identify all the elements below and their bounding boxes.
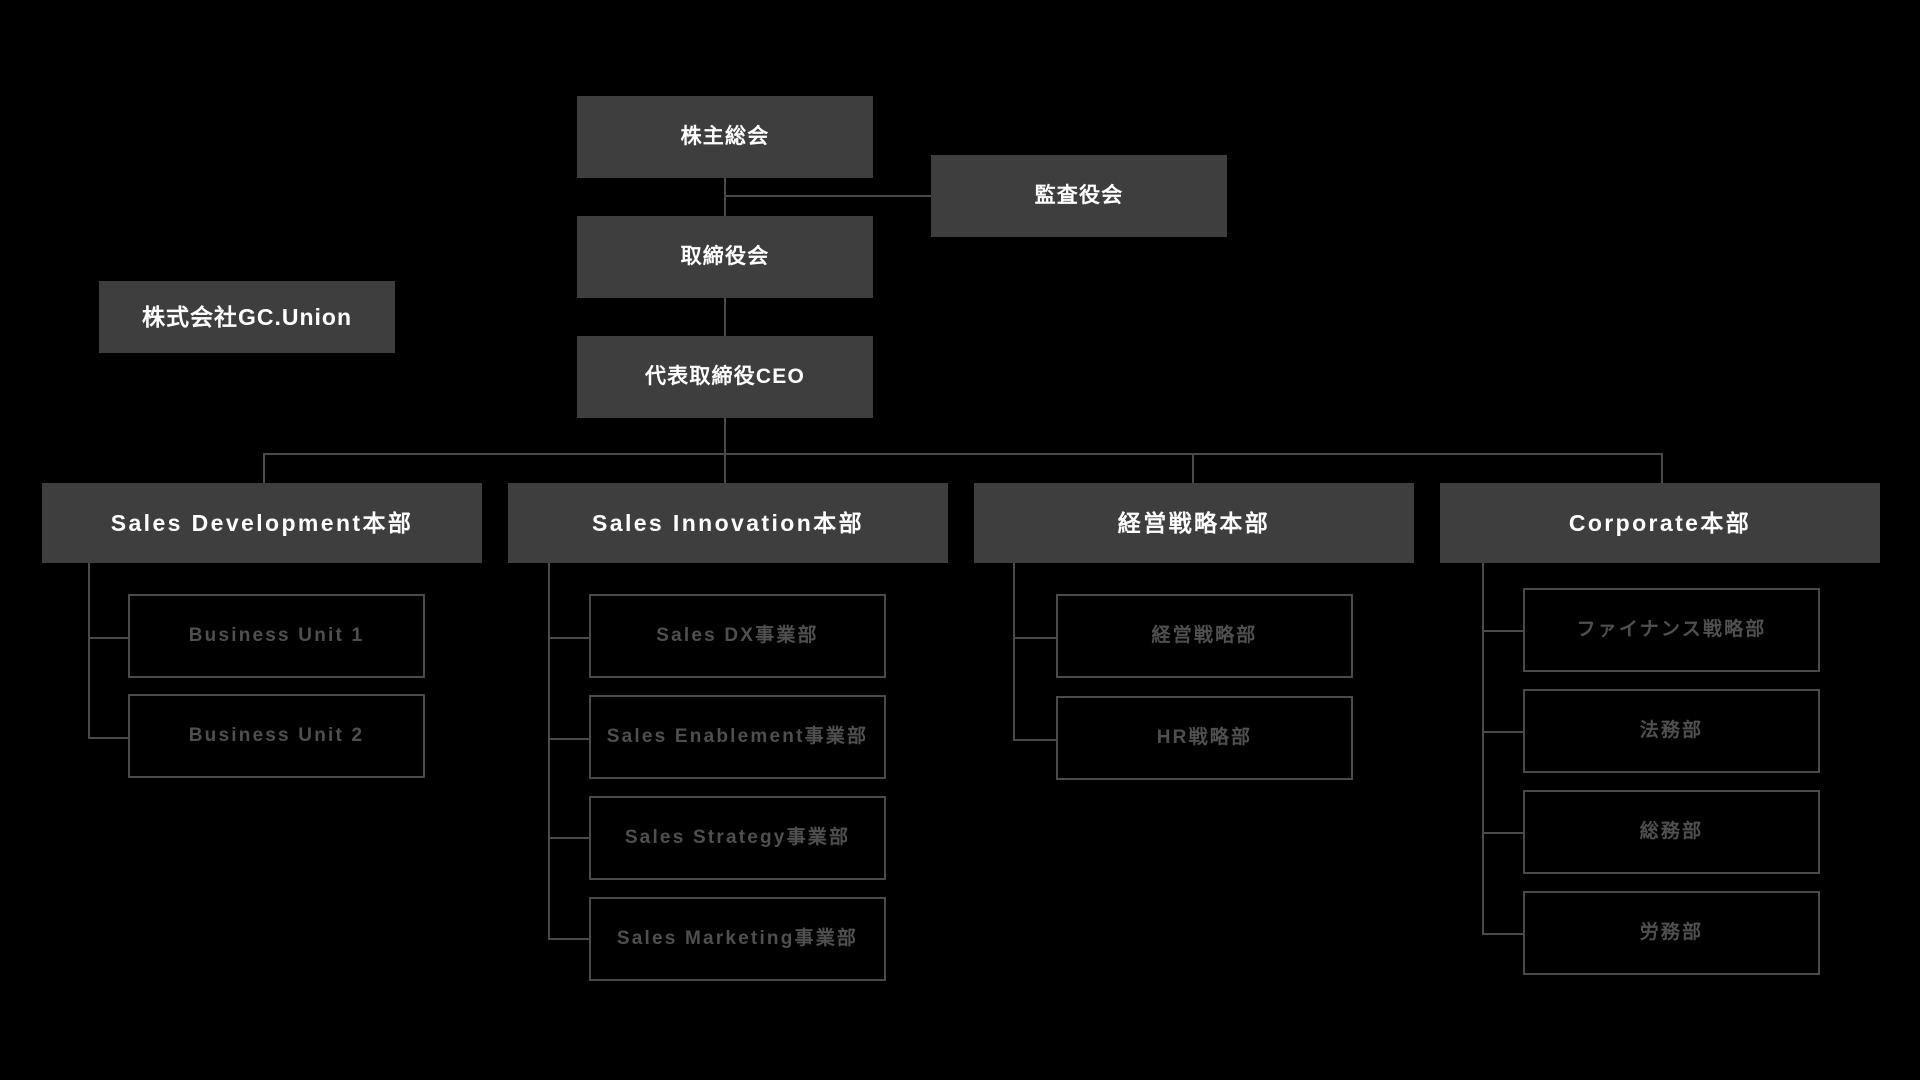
node-label: 労務部	[1639, 922, 1704, 944]
node-label: 総務部	[1639, 821, 1704, 843]
connector-division-bus	[263, 453, 1663, 455]
connector-bus-drop-3	[1192, 453, 1194, 483]
connector-bus-drop-2	[724, 453, 726, 483]
node-department-3-2[interactable]: HR戦略部	[1056, 696, 1353, 780]
connector-stub-2-4	[548, 938, 590, 940]
node-label: Sales Marketing事業部	[616, 928, 859, 950]
node-department-4-2[interactable]: 法務部	[1523, 689, 1820, 773]
node-label: Corporate本部	[1568, 509, 1752, 536]
node-label: ファイナンス戦略部	[1576, 619, 1767, 641]
node-division-1[interactable]: Sales Development本部	[42, 483, 482, 563]
node-label: Sales DX事業部	[656, 625, 819, 647]
node-ceo[interactable]: 代表取締役CEO	[577, 336, 873, 418]
node-label: Sales Enablement事業部	[606, 726, 869, 748]
connector-spine-division-4	[1482, 563, 1484, 935]
node-label: Business Unit 2	[188, 725, 365, 747]
node-label: 株主総会	[680, 124, 770, 148]
node-label: HR戦略部	[1156, 727, 1253, 749]
node-department-4-4[interactable]: 労務部	[1523, 891, 1820, 975]
connector-board-to-ceo	[724, 298, 726, 342]
connector-stub-2-1	[548, 637, 590, 639]
node-division-4[interactable]: Corporate本部	[1440, 483, 1880, 563]
node-company-name[interactable]: 株式会社GC.Union	[99, 281, 395, 353]
connector-stub-1-1	[88, 637, 129, 639]
connector-stub-4-1	[1482, 630, 1524, 632]
connector-spine-division-1	[88, 563, 90, 739]
node-department-3-1[interactable]: 経営戦略部	[1056, 594, 1353, 678]
connector-spine-division-2	[548, 563, 550, 940]
connector-spine-division-3	[1013, 563, 1015, 741]
connector-stub-3-2	[1013, 739, 1057, 741]
node-label: 株式会社GC.Union	[141, 303, 353, 330]
node-department-2-1[interactable]: Sales DX事業部	[589, 594, 886, 678]
connector-ceo-drop	[724, 418, 726, 454]
connector-stub-1-2	[88, 737, 129, 739]
connector-board-to-audit	[724, 195, 931, 197]
node-label: 取締役会	[680, 244, 770, 268]
node-label: 監査役会	[1034, 183, 1124, 207]
node-label: Sales Strategy事業部	[624, 827, 851, 849]
connector-stub-2-3	[548, 837, 590, 839]
node-department-1-2[interactable]: Business Unit 2	[128, 694, 425, 778]
connector-stub-4-2	[1482, 731, 1524, 733]
node-label: Sales Innovation本部	[592, 509, 864, 536]
connector-stub-4-4	[1482, 933, 1524, 935]
node-division-2[interactable]: Sales Innovation本部	[508, 483, 948, 563]
node-label: 経営戦略部	[1151, 625, 1258, 647]
node-label: Sales Development本部	[110, 509, 414, 536]
node-audit-board[interactable]: 監査役会	[931, 155, 1227, 237]
node-board-of-directors[interactable]: 取締役会	[577, 216, 873, 298]
node-department-4-3[interactable]: 総務部	[1523, 790, 1820, 874]
node-department-2-4[interactable]: Sales Marketing事業部	[589, 897, 886, 981]
connector-shareholders-to-board	[724, 178, 726, 216]
connector-bus-drop-4	[1661, 453, 1663, 483]
connector-stub-4-3	[1482, 832, 1524, 834]
node-label: Business Unit 1	[188, 625, 365, 647]
node-department-4-1[interactable]: ファイナンス戦略部	[1523, 588, 1820, 672]
node-department-2-3[interactable]: Sales Strategy事業部	[589, 796, 886, 880]
node-label: 法務部	[1639, 720, 1704, 742]
node-shareholders-meeting[interactable]: 株主総会	[577, 96, 873, 178]
node-label: 代表取締役CEO	[644, 364, 806, 388]
connector-bus-drop-1	[263, 453, 265, 483]
node-department-2-2[interactable]: Sales Enablement事業部	[589, 695, 886, 779]
connector-stub-2-2	[548, 738, 590, 740]
node-division-3[interactable]: 経営戦略本部	[974, 483, 1414, 563]
node-label: 経営戦略本部	[1117, 509, 1271, 536]
connector-stub-3-1	[1013, 637, 1057, 639]
node-department-1-1[interactable]: Business Unit 1	[128, 594, 425, 678]
